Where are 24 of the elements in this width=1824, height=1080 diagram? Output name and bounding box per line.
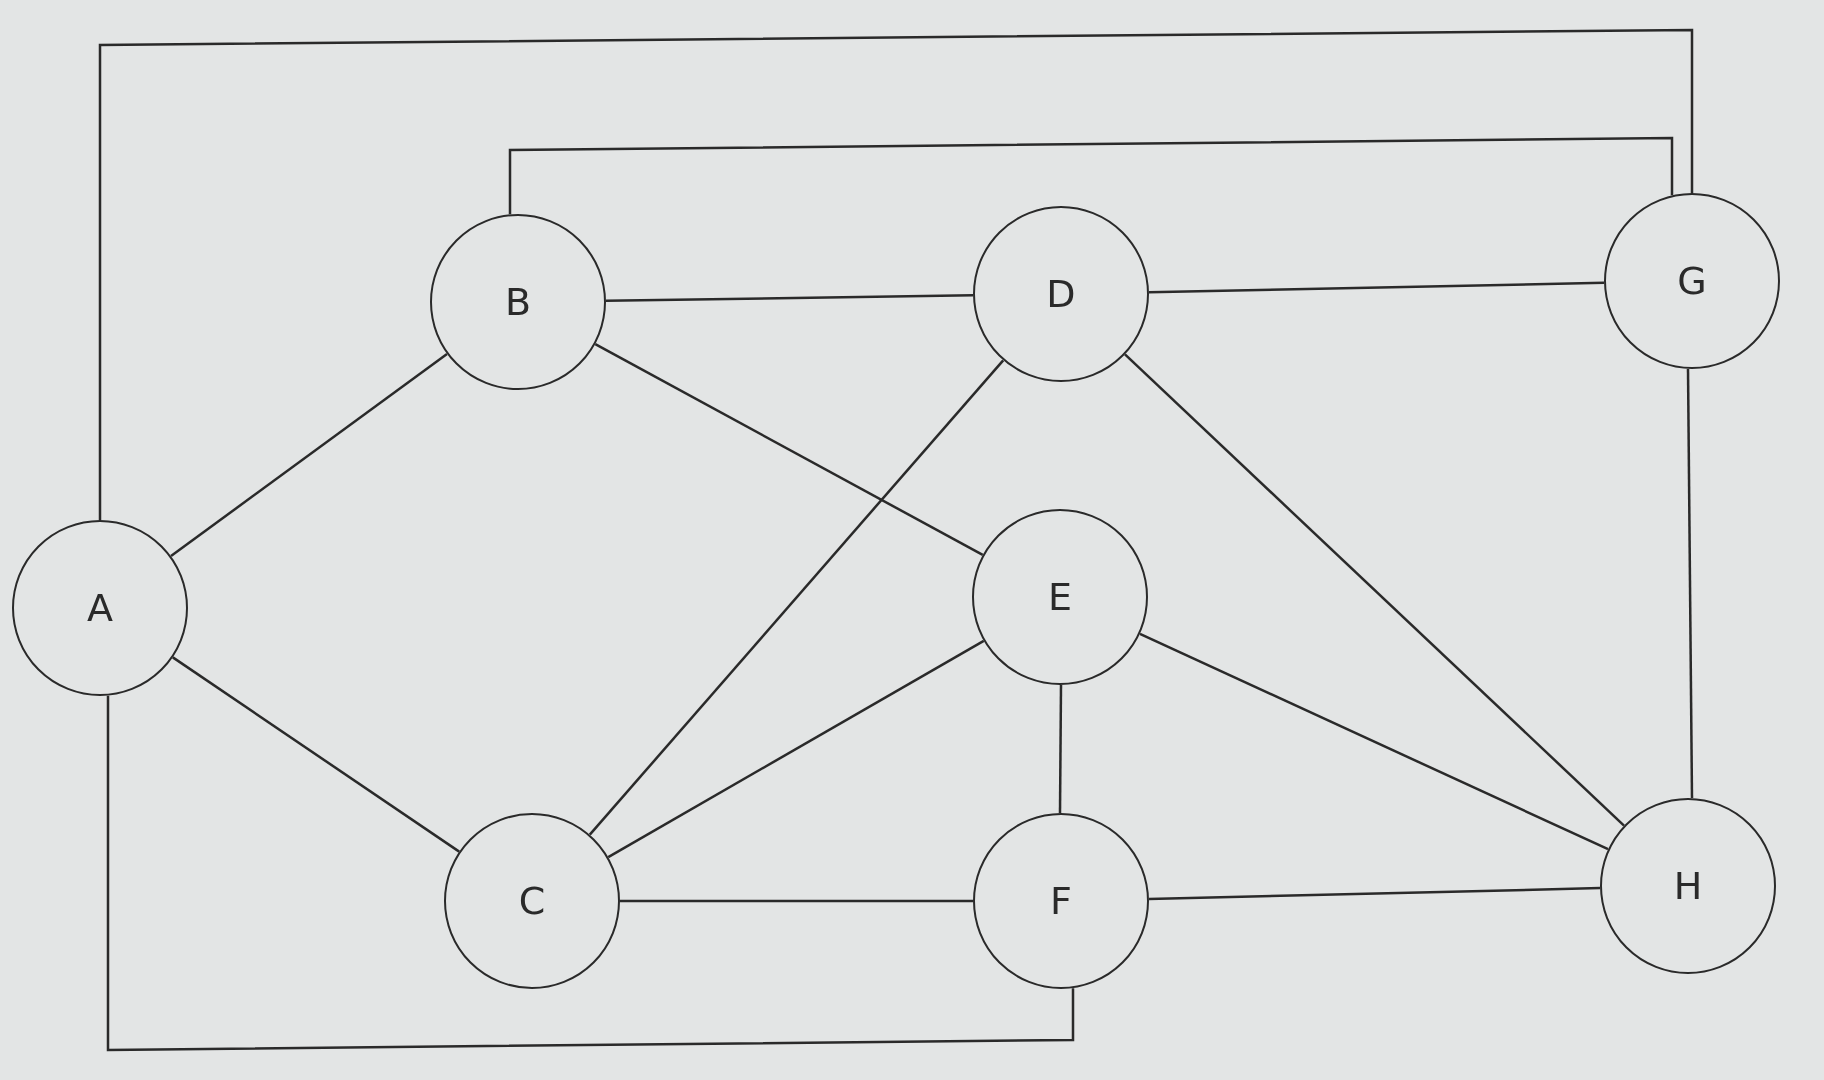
node-label: H [1673, 864, 1703, 908]
node-label: F [1050, 879, 1072, 923]
node-label: A [87, 586, 113, 630]
connector-line [594, 342, 984, 557]
connector-line [172, 656, 460, 853]
connector-line [508, 136, 1674, 215]
node-label: G [1677, 259, 1707, 303]
connector-line [1058, 685, 1063, 813]
connector-line [588, 359, 1005, 836]
connector-line [605, 294, 974, 302]
connector-line [106, 695, 1075, 1052]
node-label: D [1046, 272, 1076, 316]
connector-line [1124, 353, 1625, 827]
connector-line [1139, 632, 1609, 851]
node-label: C [518, 879, 546, 923]
connector-line [170, 352, 448, 558]
connector-line [1148, 886, 1601, 901]
connector-line [1148, 281, 1605, 294]
connector-line [620, 899, 973, 903]
connector-line [607, 639, 985, 859]
node-label: B [504, 280, 532, 324]
connector-line [1686, 368, 1694, 799]
connector-line [98, 28, 1694, 520]
node-label: E [1048, 575, 1072, 619]
